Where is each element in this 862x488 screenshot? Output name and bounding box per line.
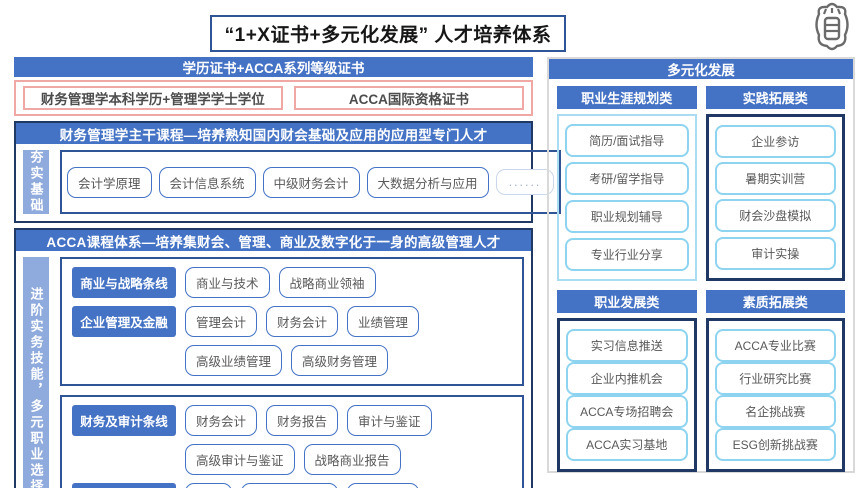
activity-pill: 行业研究比赛 <box>714 361 836 395</box>
course-pill: 会计信息系统 <box>158 166 256 198</box>
course-pill: 高级业绩管理 <box>185 345 283 376</box>
course-pill: ...... <box>495 169 555 195</box>
course-pill: 战略商业报告 <box>303 444 401 475</box>
activity-pill: 企业参访 <box>714 125 836 158</box>
basic-side-label: 夯实基础 <box>23 150 49 214</box>
course-row: 高级业绩管理高级财务管理 <box>72 345 512 376</box>
right-panel-body: 职业生涯规划类简历/面试指导考研/留学指导职业规划辅导专业行业分享实践拓展类企业… <box>549 79 853 480</box>
activity-pill: 暑期实训营 <box>714 162 836 196</box>
activity-pill: 名企挑战赛 <box>714 394 836 428</box>
certificate-item: 财务管理学本科学历+管理学学士学位 <box>23 86 283 110</box>
certificates-box: 财务管理学本科学历+管理学学士学位 ACCA国际资格证书 <box>14 80 533 116</box>
course-row: 财务及审计条线财务会计财务报告审计与鉴证 <box>72 405 512 436</box>
course-pill: 公司法与商法 <box>241 483 339 488</box>
activity-pill: ESG创新挑战赛 <box>714 427 836 461</box>
activity-pill: 企业内推机会 <box>566 361 688 395</box>
course-row: 法律及税务条线 税务 公司法与商法 高级税务 <box>72 483 512 488</box>
course-row: 商业与战略条线商业与技术战略商业领袖 <box>72 267 512 298</box>
basic-section-header: 财务管理学主干课程—培养熟知国内财会基础及应用的应用型专门人才 <box>16 123 531 144</box>
category-header: 职业发展类 <box>557 289 697 313</box>
development-category: 职业生涯规划类简历/面试指导考研/留学指导职业规划辅导专业行业分享 <box>557 86 697 281</box>
course-pill: 业绩管理 <box>347 306 420 337</box>
activity-pill: 实习信息推送 <box>566 328 688 362</box>
course-pill: 商业与技术 <box>185 267 270 298</box>
diagram-title-box: “1+X证书+多元化发展” 人才培养体系 <box>210 15 566 52</box>
course-group-box: 商业与战略条线商业与技术战略商业领袖企业管理及金融管理会计财务会计业绩管理高级业… <box>60 257 524 386</box>
activity-pill: 简历/面试指导 <box>565 124 689 157</box>
course-track-tag: 商业与战略条线 <box>72 267 176 298</box>
course-row: 高级审计与鉴证战略商业报告 <box>72 444 512 475</box>
course-pill: 大数据分析与应用 <box>366 166 489 198</box>
course-row: 企业管理及金融管理会计财务会计业绩管理 <box>72 306 512 337</box>
development-category: 实践拓展类企业参访暑期实训营财会沙盘模拟审计实操 <box>705 86 845 281</box>
school-seal-logo <box>815 2 849 51</box>
course-pill: 税务 <box>185 483 233 488</box>
course-pill: 财务会计 <box>266 306 339 337</box>
category-items-box: 简历/面试指导考研/留学指导职业规划辅导专业行业分享 <box>557 114 697 281</box>
course-pill: 财务报告 <box>266 405 339 436</box>
acca-courses-section: ACCA课程体系—培养集财会、管理、商业及数字化于一身的高级管理人才 进阶实务技… <box>14 228 533 488</box>
certificates-and-courses-panel: 学历证书+ACCA系列等级证书 财务管理学本科学历+管理学学士学位 ACCA国际资… <box>14 57 562 488</box>
course-track-tag: 法律及税务条线 <box>72 483 176 488</box>
course-pill: 财务会计 <box>185 405 258 436</box>
activity-pill: ACCA实习基地 <box>566 427 688 461</box>
course-pill: 会计学原理 <box>67 166 152 198</box>
activity-pill: 职业规划辅导 <box>565 199 689 233</box>
activity-pill: 考研/留学指导 <box>565 161 689 195</box>
activity-pill: 审计实操 <box>714 236 836 270</box>
course-pill: 高级审计与鉴证 <box>185 444 295 475</box>
course-pill: 中级财务会计 <box>262 166 360 198</box>
course-track-tag: 企业管理及金融 <box>72 306 176 337</box>
category-header: 职业生涯规划类 <box>557 86 697 109</box>
category-items-box: 企业参访暑期实训营财会沙盘模拟审计实操 <box>705 114 845 281</box>
right-panel-header: 多元化发展 <box>549 59 853 79</box>
course-pill: 审计与鉴证 <box>347 405 432 436</box>
acca-groups: 商业与战略条线商业与技术战略商业领袖企业管理及金融管理会计财务会计业绩管理高级业… <box>60 257 524 488</box>
category-header: 素质拓展类 <box>705 289 845 313</box>
certificate-item: ACCA国际资格证书 <box>293 86 524 110</box>
basic-courses-box: 会计学原理会计信息系统中级财务会计大数据分析与应用...... <box>60 150 562 214</box>
activity-pill: 财会沙盘模拟 <box>714 199 836 233</box>
course-pill: 高级财务管理 <box>291 345 389 376</box>
course-pill: 高级税务 <box>347 483 420 488</box>
diagram-title: “1+X证书+多元化发展” 人才培养体系 <box>224 25 552 46</box>
category-header: 实践拓展类 <box>705 86 845 109</box>
course-pill: 战略商业领袖 <box>278 267 376 298</box>
course-group-box: 财务及审计条线财务会计财务报告审计与鉴证高级审计与鉴证战略商业报告法律及税务条线… <box>60 395 524 488</box>
activity-pill: ACCA专场招聘会 <box>566 394 688 428</box>
diversified-development-panel: 多元化发展 职业生涯规划类简历/面试指导考研/留学指导职业规划辅导专业行业分享实… <box>547 57 855 473</box>
basic-courses-section: 财务管理学主干课程—培养熟知国内财会基础及应用的应用型专门人才 夯实基础 会计学… <box>14 121 562 223</box>
activity-pill: 专业行业分享 <box>565 237 689 271</box>
acca-side-label: 进阶实务技能，多元职业选择 <box>23 257 49 488</box>
course-pill: 管理会计 <box>185 306 258 337</box>
course-track-tag: 财务及审计条线 <box>72 405 176 436</box>
activity-pill: ACCA专业比赛 <box>714 328 836 362</box>
cert-section-header: 学历证书+ACCA系列等级证书 <box>14 57 533 77</box>
acca-section-header: ACCA课程体系—培养集财会、管理、商业及数字化于一身的高级管理人才 <box>16 230 531 251</box>
